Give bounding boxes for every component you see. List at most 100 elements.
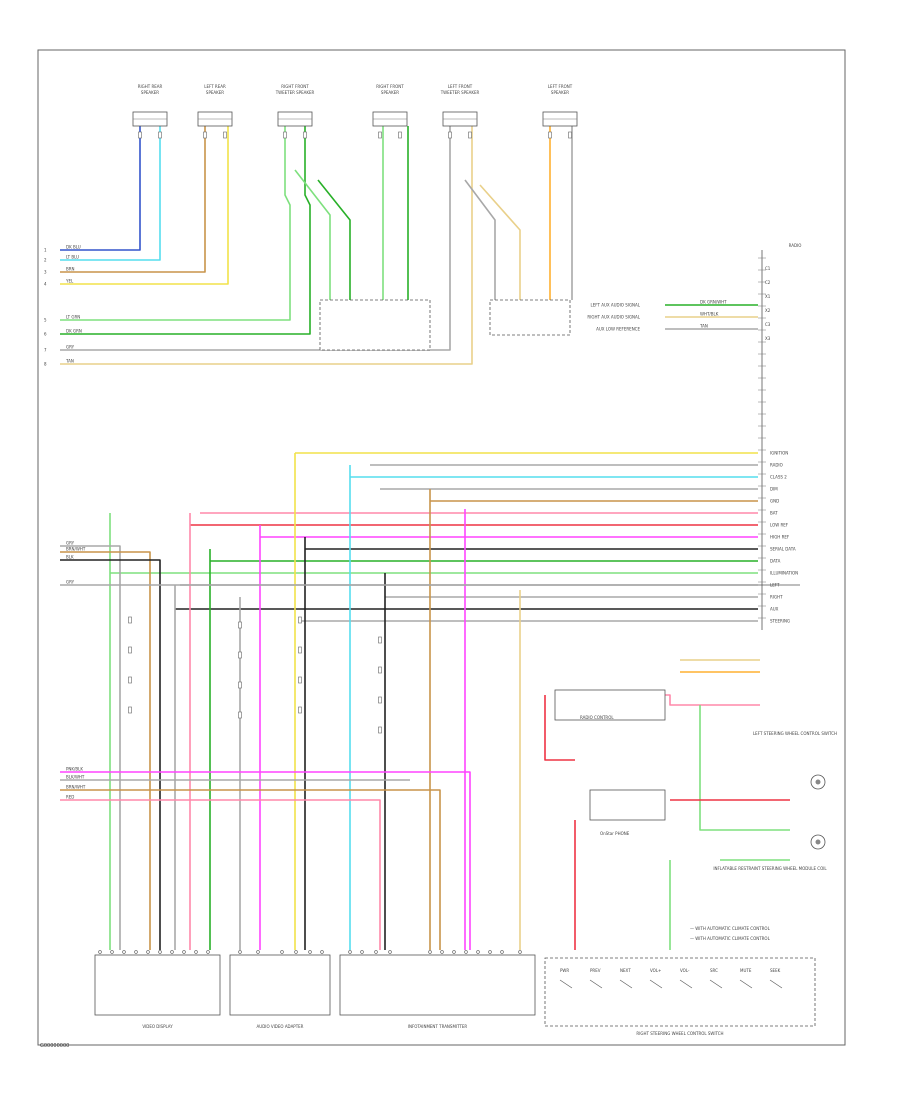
radio-pin-function: RIGHT	[770, 595, 783, 600]
note-label: — WITH AUTOMATIC CLIMATE CONTROL	[690, 926, 771, 931]
module-pin	[428, 950, 432, 954]
note-label: — WITH AUTOMATIC CLIMATE CONTROL	[690, 936, 771, 941]
module-pin	[488, 950, 492, 954]
module-pin	[374, 950, 378, 954]
wire-lf-tweeter-plus	[60, 126, 451, 351]
speaker-connector-pin	[548, 131, 552, 139]
speaker-name: TWEETER SPEAKER	[275, 90, 315, 95]
speaker-name: SPEAKER	[381, 90, 399, 95]
module-pin	[194, 950, 198, 954]
module-pin	[518, 950, 522, 954]
bottom-module	[229, 954, 331, 1016]
left-wire-label: LT BLU	[66, 255, 79, 260]
speaker-connector-pin	[303, 131, 307, 139]
speaker-name: LEFT REAR	[204, 84, 226, 89]
inline-connector-pin	[128, 676, 132, 684]
module-pin	[452, 950, 456, 954]
speaker-name: RIGHT REAR	[138, 84, 163, 89]
wire-lr-speaker-minus	[60, 126, 229, 285]
inline-connector-pin	[128, 646, 132, 654]
connector-tag: C3	[765, 322, 771, 327]
connector-tag: C1	[765, 266, 771, 271]
aux-wire-label: TAN	[699, 324, 708, 329]
left-wire-label: BRN	[66, 267, 75, 272]
speaker-connector-pin	[138, 131, 142, 139]
radio-pin-function: SERIAL DATA	[770, 547, 796, 552]
aux-wire-label: DK GRN/WHT	[700, 300, 727, 305]
switch-contact	[739, 979, 753, 989]
phone-module-label: OnStar PHONE	[600, 831, 630, 836]
connector-tag: X1	[765, 294, 771, 299]
switch-button-label: SRC	[710, 968, 718, 973]
inline-connector-pin	[378, 726, 382, 734]
switch-button-label: VOL+	[650, 968, 661, 973]
speaker-connector-pin	[223, 131, 227, 139]
left-wire-number: 4	[44, 282, 47, 287]
speaker-connector-pin	[398, 131, 402, 139]
switch-contact	[559, 979, 573, 989]
speaker-name: LEFT FRONT	[548, 84, 573, 89]
speaker-name: TWEETER SPEAKER	[440, 90, 480, 95]
speaker-connector-pin	[283, 131, 287, 139]
wire-rf-tweeter-2	[60, 126, 311, 335]
speaker-connector-pin	[378, 131, 382, 139]
radio-pin-function: IGNITION	[770, 451, 788, 456]
switch-button-label: MUTE	[740, 968, 752, 973]
wire-rf-tweeter-branch	[294, 169, 331, 300]
clockspring-center	[815, 779, 821, 785]
left-wire-number: 2	[44, 258, 47, 263]
module-pin	[238, 950, 242, 954]
module-pin	[440, 950, 444, 954]
module-pin	[308, 950, 312, 954]
switch-button-label: SEEK	[770, 968, 781, 973]
radio-control-module	[554, 689, 666, 721]
inline-connector-pin	[128, 706, 132, 714]
radio-pin-function: DIM	[770, 487, 778, 492]
left-wire-label: TAN	[65, 359, 74, 364]
left-wire-label: BRN/WHT	[66, 547, 86, 552]
radio-pin-function: DATA	[770, 559, 781, 564]
steering-switch-label: LEFT STEERING WHEEL CONTROL SWITCH	[753, 731, 837, 736]
speaker-connector-pin	[568, 131, 572, 139]
wire-layer	[60, 126, 800, 950]
left-wire-number: 3	[44, 270, 47, 275]
inline-connector-pin	[238, 651, 242, 659]
wire-left-brown	[60, 551, 151, 950]
left-wire-number: 8	[44, 362, 47, 367]
speaker-name: SPEAKER	[551, 90, 569, 95]
module-pin	[170, 950, 174, 954]
wire-steer-green	[699, 705, 790, 831]
switch-contact	[679, 979, 693, 989]
inline-connector-pin	[128, 616, 132, 624]
module-pin	[294, 950, 298, 954]
bottom-module-name: INFOTAINMENT TRANSMITTER	[408, 1024, 468, 1029]
radio-pin-function: LEFT	[770, 583, 780, 588]
left-wire-label: PNK/BLK	[66, 767, 83, 772]
left-wire-label: YEL	[65, 279, 74, 284]
splice-area-lf	[489, 299, 571, 336]
bottom-module-name: VIDEO DISPLAY	[142, 1024, 173, 1029]
bottom-module-name: AUDIO VIDEO ADAPTER	[257, 1024, 304, 1029]
left-wire-number: 7	[44, 348, 47, 353]
bottom-module	[339, 954, 536, 1016]
inline-connector-pin	[378, 696, 382, 704]
switch-contact	[589, 979, 603, 989]
radio-control-label: RADIO CONTROL	[580, 715, 614, 720]
left-wire-number: 1	[44, 248, 47, 253]
radio-pin-function: LOW REF	[770, 523, 789, 528]
left-wire-number: 5	[44, 318, 47, 323]
left-wire-label: GRY	[66, 345, 75, 350]
module-pin	[206, 950, 210, 954]
connector-tag: X3	[765, 336, 771, 341]
left-wire-label: RED	[66, 795, 74, 800]
inline-connector-pin	[298, 616, 302, 624]
radio-pin-function: ILLUMINATION	[770, 571, 798, 576]
phone-module	[589, 789, 666, 821]
radio-label: RADIO	[789, 243, 802, 248]
clockspring-label: INFLATABLE RESTRAINT STEERING WHEEL MODU…	[713, 866, 827, 871]
inline-connector-pin	[238, 621, 242, 629]
wire-lr-speaker-plus	[60, 126, 206, 273]
module-pin	[476, 950, 480, 954]
